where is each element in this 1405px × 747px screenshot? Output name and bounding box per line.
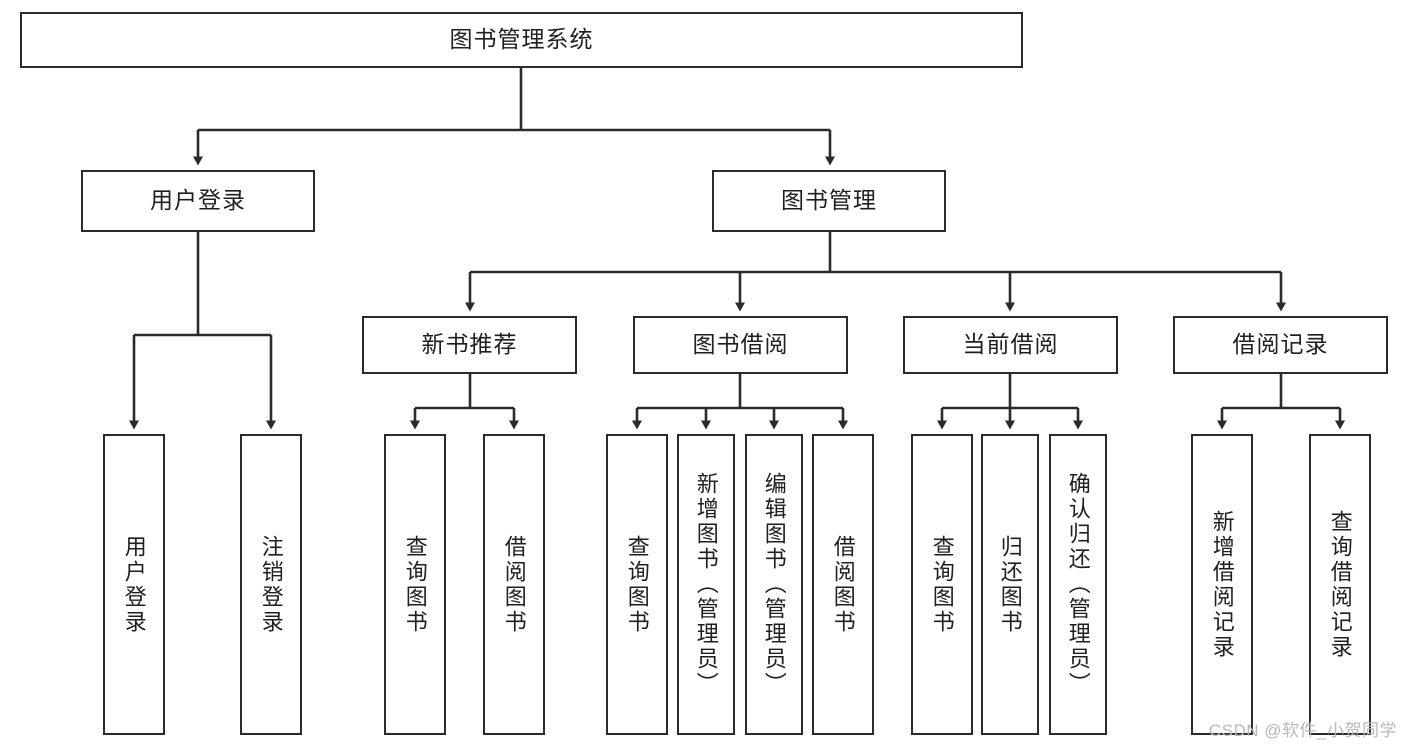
node-root[interactable]: 图书管理系统 [20, 12, 1023, 68]
node-leaf-add-book-label: 新增图书（管理员） [693, 472, 719, 697]
node-leaf-query-book-2-label: 查询图书 [624, 534, 650, 635]
node-leaf-confirm-return[interactable]: 确认归还（管理员） [1049, 434, 1107, 735]
node-new-book-rec[interactable]: 新书推荐 [362, 316, 577, 374]
node-leaf-query-book-1[interactable]: 查询图书 [384, 434, 446, 735]
node-leaf-edit-book-label: 编辑图书（管理员） [761, 472, 787, 697]
node-leaf-query-book-2[interactable]: 查询图书 [606, 434, 668, 735]
node-leaf-user-login-label: 用户登录 [121, 534, 147, 635]
node-leaf-query-record[interactable]: 查询借阅记录 [1309, 434, 1371, 735]
node-leaf-add-record-label: 新增借阅记录 [1209, 509, 1235, 660]
node-leaf-return-book-label: 归还图书 [997, 534, 1023, 635]
node-leaf-confirm-return-label: 确认归还（管理员） [1065, 472, 1091, 697]
watermark: CSDN @软件_小贺同学 [1208, 721, 1397, 740]
node-user-login[interactable]: 用户登录 [81, 170, 315, 232]
node-leaf-borrow-book-1[interactable]: 借阅图书 [483, 434, 545, 735]
node-root-label: 图书管理系统 [449, 26, 594, 53]
node-leaf-borrow-book-2[interactable]: 借阅图书 [812, 434, 874, 735]
node-leaf-query-book-1-label: 查询图书 [402, 534, 428, 635]
node-user-login-label: 用户登录 [150, 187, 246, 214]
node-book-borrow-label: 图书借阅 [692, 331, 789, 358]
node-leaf-query-record-label: 查询借阅记录 [1327, 509, 1353, 660]
node-leaf-logout[interactable]: 注销登录 [240, 434, 302, 735]
node-leaf-return-book[interactable]: 归还图书 [981, 434, 1039, 735]
node-current-borrow[interactable]: 当前借阅 [903, 316, 1118, 374]
node-leaf-borrow-book-2-label: 借阅图书 [830, 534, 856, 635]
node-book-manage[interactable]: 图书管理 [712, 170, 946, 232]
node-leaf-user-login[interactable]: 用户登录 [103, 434, 165, 735]
node-leaf-logout-label: 注销登录 [258, 534, 284, 635]
node-leaf-query-book-3-label: 查询图书 [929, 534, 955, 635]
node-leaf-edit-book[interactable]: 编辑图书（管理员） [745, 434, 803, 735]
node-leaf-query-book-3[interactable]: 查询图书 [911, 434, 973, 735]
node-borrow-record-label: 借阅记录 [1232, 331, 1329, 358]
node-current-borrow-label: 当前借阅 [962, 331, 1059, 358]
node-leaf-add-book[interactable]: 新增图书（管理员） [677, 434, 735, 735]
node-book-borrow[interactable]: 图书借阅 [633, 316, 848, 374]
node-leaf-add-record[interactable]: 新增借阅记录 [1191, 434, 1253, 735]
node-leaf-borrow-book-1-label: 借阅图书 [501, 534, 527, 635]
node-book-manage-label: 图书管理 [781, 187, 877, 214]
node-new-book-rec-label: 新书推荐 [421, 331, 518, 358]
node-borrow-record[interactable]: 借阅记录 [1173, 316, 1388, 374]
